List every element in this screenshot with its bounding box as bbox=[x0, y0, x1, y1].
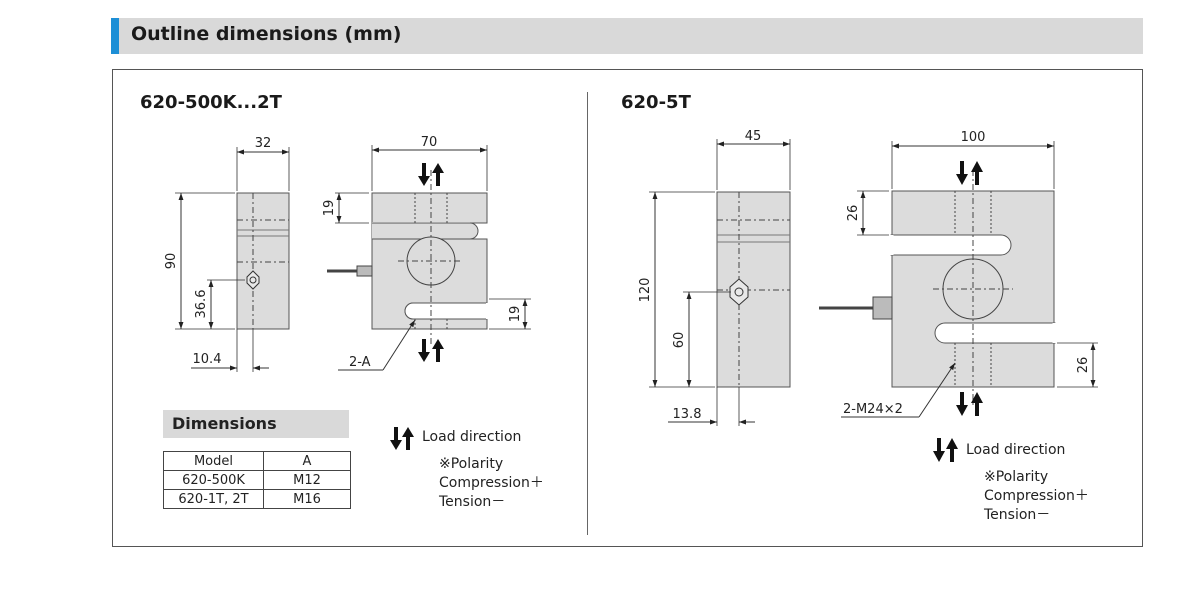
table-header-row: Model A bbox=[163, 451, 351, 471]
table-row: 620-500K M12 bbox=[163, 470, 351, 490]
left-tension-note: Tension－ bbox=[439, 494, 506, 510]
right-offset-label: 13.8 bbox=[673, 407, 702, 422]
right-slot-top-label: 26 bbox=[846, 205, 861, 222]
table-cell: 620-500K bbox=[163, 470, 264, 490]
left-compression-note: Compression＋ bbox=[439, 475, 544, 491]
left-width-side-label: 32 bbox=[255, 136, 272, 151]
left-thread-label: 2-A bbox=[349, 355, 371, 370]
left-center-label: 36.6 bbox=[194, 290, 209, 319]
right-side-dimensions: 45 120 60 13.8 bbox=[638, 129, 791, 426]
left-offset-label: 10.4 bbox=[193, 352, 222, 367]
right-width-front-label: 100 bbox=[961, 130, 986, 145]
left-load-arrows bbox=[390, 163, 444, 450]
left-load-direction-label: Load direction bbox=[422, 429, 522, 445]
table-row: 620-1T, 2T M16 bbox=[163, 489, 351, 509]
table-cell: 620-1T, 2T bbox=[163, 489, 264, 509]
right-width-side-label: 45 bbox=[745, 129, 762, 144]
table-header-a: A bbox=[263, 451, 351, 471]
left-front-dimensions: 70 19 19 2-A bbox=[322, 135, 531, 371]
right-tension-note: Tension－ bbox=[984, 507, 1051, 523]
table-header-model: Model bbox=[163, 451, 264, 471]
right-compression-note: Compression＋ bbox=[984, 488, 1089, 504]
panel-divider bbox=[587, 92, 588, 535]
right-polarity-note: ※Polarity bbox=[984, 469, 1049, 485]
right-model-title: 620-5T bbox=[621, 92, 691, 113]
left-slot-bottom-label: 19 bbox=[508, 306, 523, 323]
left-slot-top-label: 19 bbox=[322, 200, 337, 217]
right-center-label: 60 bbox=[672, 332, 687, 349]
drawing-panel: 620-500K...2T 620-5T 32 90 bbox=[112, 69, 1143, 547]
right-side-view bbox=[716, 191, 791, 388]
dimensions-table-title-box: Dimensions bbox=[163, 410, 349, 438]
left-side-view bbox=[236, 192, 290, 330]
right-thread-label: 2-M24×2 bbox=[843, 402, 903, 417]
table-cell: M12 bbox=[263, 470, 351, 490]
right-load-arrows bbox=[933, 161, 983, 462]
left-front-view bbox=[327, 170, 488, 345]
section-header: Outline dimensions (mm) bbox=[111, 18, 1143, 54]
dimensions-table-title: Dimensions bbox=[172, 414, 277, 433]
right-load-direction-label: Load direction bbox=[966, 442, 1066, 458]
right-height-label: 120 bbox=[638, 278, 653, 303]
left-side-dimensions: 32 90 36.6 10.4 bbox=[164, 136, 290, 372]
dimensions-table: Model A 620-500K M12 620-1T, 2T M16 bbox=[163, 451, 351, 509]
outline-drawing: 32 90 36.6 10.4 bbox=[164, 129, 1098, 462]
left-width-front-label: 70 bbox=[421, 135, 438, 150]
right-front-dimensions: 100 26 26 2-M24×2 bbox=[841, 130, 1098, 418]
table-cell: M16 bbox=[263, 489, 351, 509]
section-title: Outline dimensions (mm) bbox=[131, 23, 402, 45]
right-front-view bbox=[819, 170, 1056, 405]
left-polarity-note: ※Polarity bbox=[439, 456, 504, 472]
left-model-title: 620-500K...2T bbox=[140, 92, 282, 113]
header-accent-bar bbox=[111, 18, 119, 54]
right-slot-bottom-label: 26 bbox=[1076, 357, 1091, 374]
left-height-label: 90 bbox=[164, 253, 179, 270]
